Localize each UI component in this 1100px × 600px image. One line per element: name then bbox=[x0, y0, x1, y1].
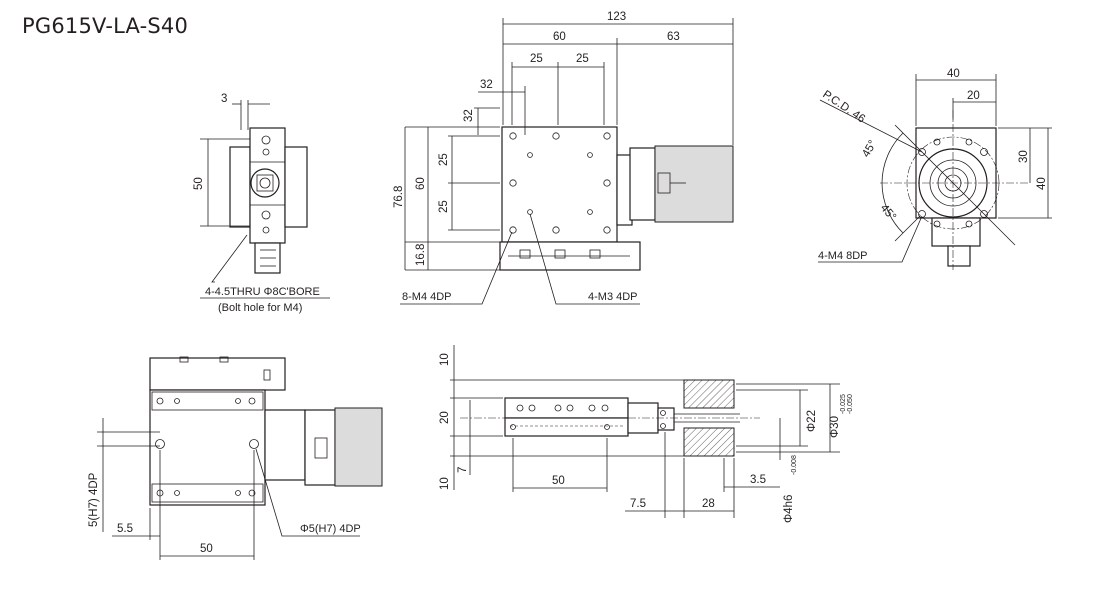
dim-7: 7 bbox=[457, 467, 469, 473]
dim-50-bottom-left: 50 bbox=[200, 543, 213, 555]
dim-40-v: 40 bbox=[1036, 177, 1048, 190]
dim-5-5: 5.5 bbox=[117, 523, 133, 535]
dim-25-b: 25 bbox=[576, 53, 589, 65]
m4-8-note: 8-M4 4DP bbox=[402, 291, 452, 303]
phi5-note: Φ5(H7) 4DP bbox=[300, 523, 361, 535]
dim-50-side: 50 bbox=[193, 177, 205, 190]
dim-50-bottom-mid: 50 bbox=[552, 475, 565, 487]
pcd-46: P.C.D. 46 bbox=[820, 89, 867, 126]
dim-25-d: 25 bbox=[438, 200, 450, 213]
phi4h6: Φ4h6 bbox=[783, 495, 795, 523]
bolt-hole-note: (Bolt hole for M4) bbox=[218, 302, 302, 314]
dim-3-5: 3.5 bbox=[750, 474, 766, 486]
section-view: 10 20 7 10 50 7.5 28 3.5 Φ22 Φ30 -0.025 … bbox=[439, 345, 854, 523]
model-title: PG615V-LA-S40 bbox=[22, 14, 189, 38]
dim-123: 123 bbox=[607, 11, 626, 23]
angle-45-lower: 45° bbox=[878, 202, 898, 223]
dim-20-v: 20 bbox=[439, 411, 451, 424]
dim-7-5: 7.5 bbox=[630, 498, 646, 510]
phi22: Φ22 bbox=[806, 410, 818, 432]
dim-16-8: 16.8 bbox=[415, 244, 427, 266]
bottom-view: 5(H7) 4DP 5.5 50 Φ5(H7) 4DP bbox=[88, 356, 383, 560]
phi30: Φ30 bbox=[829, 416, 841, 438]
dim-3: 3 bbox=[221, 93, 227, 105]
m4-8dp-note: 4-M4 8DP bbox=[818, 250, 868, 262]
dim-10-a: 10 bbox=[439, 353, 451, 366]
angle-45-upper: 45° bbox=[860, 138, 879, 159]
dim-32-v: 32 bbox=[463, 109, 475, 122]
dim-63: 63 bbox=[667, 31, 680, 43]
top-view: 123 60 63 25 25 32 32 76.8 60 16.8 25 25 bbox=[393, 11, 734, 305]
thru-hole-note: 4-4.5THRU Φ8C'BORE bbox=[205, 286, 320, 298]
dim-60-top: 60 bbox=[553, 31, 566, 43]
dim-28: 28 bbox=[702, 498, 715, 510]
dim-5h7: 5(H7) 4DP bbox=[88, 472, 100, 527]
dim-25-c: 25 bbox=[438, 153, 450, 166]
dim-40-top: 40 bbox=[947, 68, 960, 80]
dim-10-b: 10 bbox=[439, 477, 451, 490]
phi4h6-tol: -0.008 bbox=[791, 455, 798, 475]
dim-60-v: 60 bbox=[415, 177, 427, 190]
dim-25-a: 25 bbox=[530, 53, 543, 65]
dim-20: 20 bbox=[967, 90, 980, 102]
dim-30: 30 bbox=[1018, 150, 1030, 163]
front-view: 40 20 30 40 45° 45° P.C.D. 46 4-M4 8DP bbox=[818, 68, 1052, 270]
phi30-tol-hi: -0.025 bbox=[840, 394, 847, 414]
dim-32-h: 32 bbox=[480, 79, 493, 91]
phi30-tol-lo: -0.050 bbox=[847, 394, 854, 414]
side-view: 3 50 4-4.5THRU Φ8C'BORE (Bolt hole for M… bbox=[193, 93, 330, 314]
dim-76-8: 76.8 bbox=[393, 186, 405, 208]
m3-4-note: 4-M3 4DP bbox=[588, 291, 638, 303]
